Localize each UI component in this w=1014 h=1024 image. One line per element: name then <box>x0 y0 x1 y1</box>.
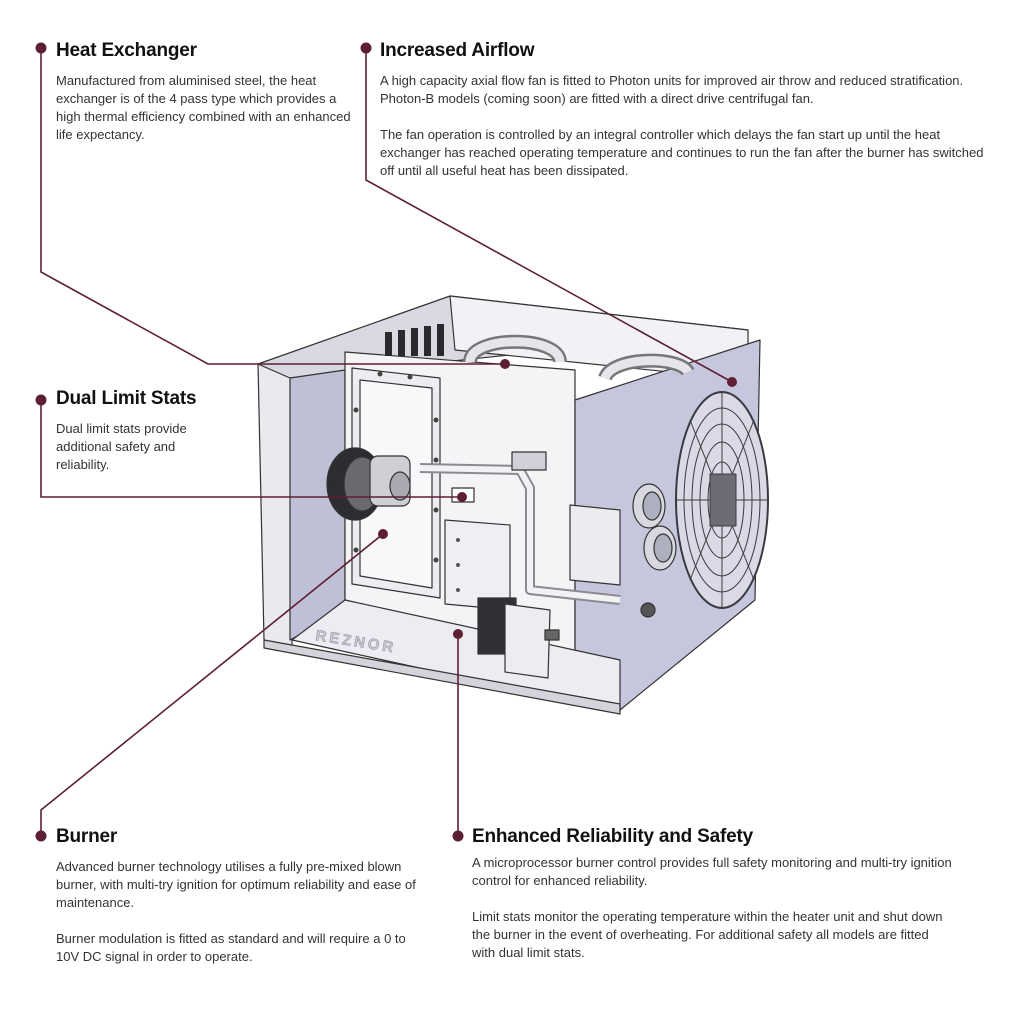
burner-dot <box>35 830 47 842</box>
air-inlet-2-inner <box>653 533 673 563</box>
side-fitting <box>640 602 656 618</box>
increased-airflow-callout: Increased Airflow A high capacity axial … <box>380 40 995 180</box>
control-box-dots <box>456 538 460 592</box>
heat-exchanger-title: Heat Exchanger <box>56 40 197 61</box>
dual-limit-stats-target-dot <box>457 492 467 502</box>
enhanced-reliability-callout: Enhanced Reliability and Safety A microp… <box>472 826 952 962</box>
marker-dots <box>35 42 737 842</box>
gas-pipe-highlight <box>419 465 621 603</box>
enhanced-reliability-target-dot <box>453 629 463 639</box>
heat-exchanger-fins <box>385 324 444 356</box>
burner-description-2: Burner modulation is fitted as standard … <box>56 931 406 964</box>
heat-exchanger-callout: Heat Exchanger Manufactured from alumini… <box>56 40 356 144</box>
increased-airflow-description: A high capacity axial flow fan is fitted… <box>380 73 964 106</box>
enhanced-reliability-description: A microprocessor burner control provides… <box>472 855 952 888</box>
heat-exchanger-leader <box>40 48 505 365</box>
increased-airflow-description-2: The fan operation is controlled by an in… <box>380 127 984 178</box>
axial-fan <box>675 391 769 609</box>
cabinet-front-bottom-rail <box>263 639 621 715</box>
burner-leader <box>40 533 384 836</box>
dual-limit-stats-dot <box>35 394 47 406</box>
control-panel-box <box>569 504 621 586</box>
heat-exchanger-description: Manufactured from aluminised steel, the … <box>56 73 351 142</box>
enhanced-reliability-description-2: Limit stats monitor the operating temper… <box>472 909 943 960</box>
control-box <box>444 519 511 611</box>
burner-title: Burner <box>56 826 118 847</box>
dual-limit-stats-leader <box>40 400 462 498</box>
burner-target-dot <box>378 529 388 539</box>
dual-limit-stats-title: Dual Limit Stats <box>56 388 197 409</box>
gas-valve-block <box>504 603 551 679</box>
burner-callout: Burner Advanced burner technology utilis… <box>56 826 426 966</box>
heat-exchanger-dot <box>35 42 47 54</box>
enhanced-reliability-dot <box>452 830 464 842</box>
leader-lines <box>40 48 733 836</box>
dual-limit-stats-callout: Dual Limit Stats Dual limit stats provid… <box>56 388 226 474</box>
gas-valve-connector <box>544 629 560 641</box>
increased-airflow-title: Increased Airflow <box>380 40 535 61</box>
heat-exchanger-tube-2-highlight <box>600 356 693 381</box>
enhanced-reliability-title: Enhanced Reliability and Safety <box>472 826 753 847</box>
burner-description: Advanced burner technology utilises a fu… <box>56 859 416 910</box>
increased-airflow-leader <box>365 48 733 383</box>
air-inlet-1-inner <box>642 491 662 521</box>
pipe-bracket <box>511 451 547 471</box>
increased-airflow-dot <box>360 42 372 54</box>
dual-limit-stats-description: Dual limit stats provide additional safe… <box>56 421 187 472</box>
increased-airflow-target-dot <box>727 377 737 387</box>
heater-unit-illustration: REZNOR <box>257 295 769 715</box>
cabinet-left-panel <box>257 363 293 649</box>
heat-exchanger-target-dot <box>500 359 510 369</box>
burner-outlet <box>389 471 411 501</box>
heat-exchanger-tube-1-highlight <box>465 337 565 364</box>
